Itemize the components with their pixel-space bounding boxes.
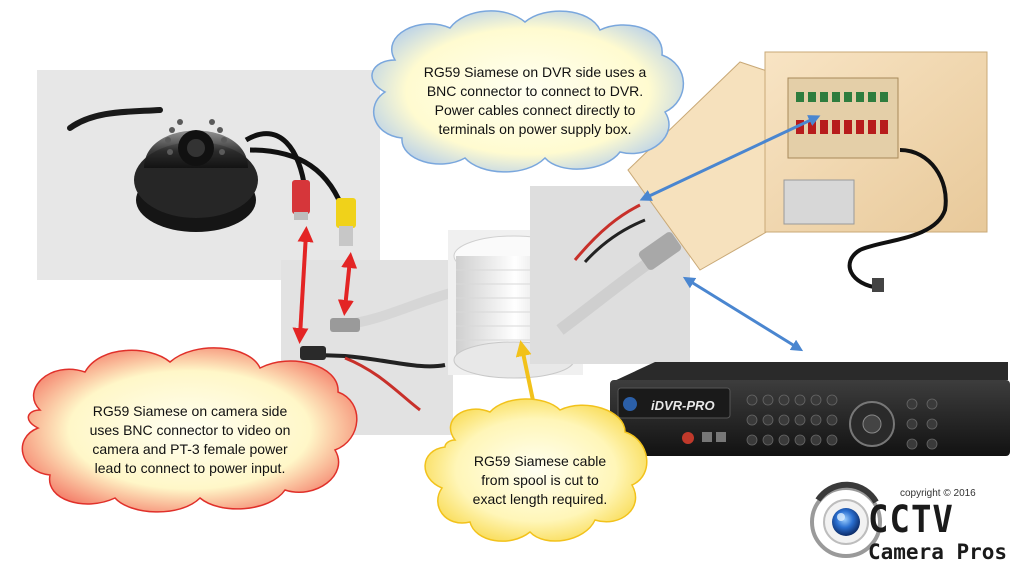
logo-camera-pros-text: Camera Pros bbox=[868, 540, 1008, 564]
dvr-side-cable-photo bbox=[530, 186, 690, 364]
red-arrow-power bbox=[292, 226, 314, 344]
bnc-connector-dvr bbox=[638, 232, 682, 270]
callout-camera-line: uses BNC connector to video on bbox=[89, 422, 291, 438]
callout-camera-side: RG59 Siamese on camera side uses BNC con… bbox=[55, 402, 325, 478]
blue-arrow-dvr bbox=[682, 276, 804, 352]
logo-cctv-text: CCTV bbox=[868, 498, 954, 542]
bnc-connector bbox=[330, 318, 360, 332]
red-arrow-video bbox=[337, 252, 358, 316]
callout-spool: RG59 Siamese cable from spool is cut to … bbox=[460, 452, 620, 509]
cctv-camera-pros-logo-mark bbox=[810, 481, 882, 558]
pt3-power-lead bbox=[300, 346, 326, 360]
yellow-video-plug bbox=[336, 198, 356, 228]
callout-camera-line: camera and PT-3 female power bbox=[92, 441, 288, 457]
callout-camera-line: lead to connect to power input. bbox=[94, 460, 286, 476]
blue-arrow-power-box bbox=[639, 115, 821, 201]
cloud-dvr-side bbox=[371, 10, 685, 173]
callout-spool-line: from spool is cut to bbox=[481, 472, 599, 488]
callout-dvr-line: terminals on power supply box. bbox=[438, 121, 632, 137]
callout-dvr-line: RG59 Siamese on DVR side uses a bbox=[423, 64, 647, 80]
copyright-text: copyright © 2016 bbox=[900, 488, 976, 499]
red-power-plug bbox=[292, 180, 310, 214]
callout-dvr-line: Power cables connect directly to bbox=[434, 102, 636, 118]
dvr-recorder bbox=[610, 362, 1010, 456]
callout-dvr-side: RG59 Siamese on DVR side uses a BNC conn… bbox=[400, 63, 670, 139]
callout-dvr-line: BNC connector to connect to DVR. bbox=[426, 83, 644, 99]
callout-camera-line: RG59 Siamese on camera side bbox=[92, 403, 288, 419]
callout-spool-line: exact length required. bbox=[472, 491, 608, 507]
cloud-camera-side bbox=[21, 347, 358, 513]
cloud-spool bbox=[424, 398, 648, 542]
dvr-brand-label: iDVR-PRO bbox=[651, 398, 715, 413]
dome-camera-photo bbox=[37, 70, 380, 280]
callout-spool-line: RG59 Siamese cable bbox=[473, 453, 607, 469]
